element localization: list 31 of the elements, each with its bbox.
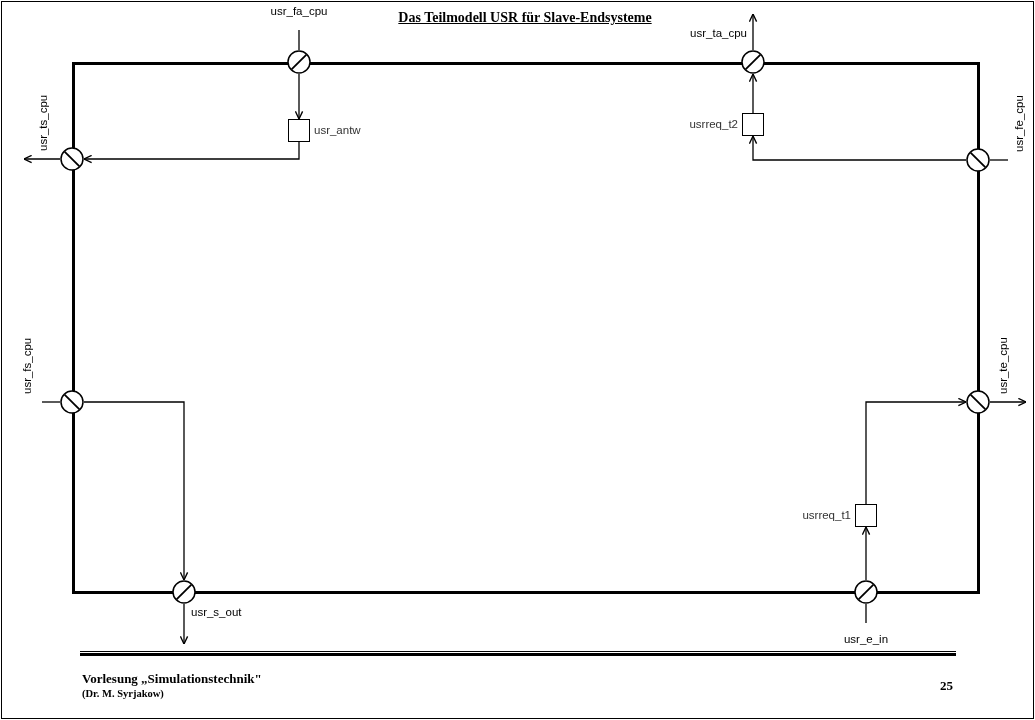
page-number: 25 <box>940 678 953 694</box>
arrow <box>23 154 61 164</box>
arrow <box>83 141 300 164</box>
port-label: usr_fa_cpu <box>270 4 328 18</box>
lecture-title: Vorlesung „Simulationstechnik" <box>82 671 262 687</box>
connector-line <box>41 401 61 403</box>
arrow <box>748 73 758 114</box>
transition-label: usrreq_t1 <box>802 508 851 522</box>
arrow <box>748 13 758 51</box>
port-label: usr_ts_cpu <box>36 94 50 151</box>
port-label: usr_e_in <box>843 632 889 646</box>
port-label: usr_te_cpu <box>996 337 1010 394</box>
port-label: usr_ta_cpu <box>690 26 747 40</box>
transition-label: usr_antw <box>314 123 361 137</box>
arrow <box>861 526 871 581</box>
transition-label: usrreq_t2 <box>689 117 738 131</box>
model-frame <box>72 62 980 594</box>
arrow <box>748 135 967 161</box>
arrow <box>179 603 189 645</box>
arrow <box>865 397 967 505</box>
connector-line <box>298 29 300 51</box>
diagram-title: Das Teilmodell USR für Slave-Endsysteme <box>398 10 652 25</box>
connector-line <box>865 603 867 624</box>
arrow <box>989 397 1027 407</box>
arrow <box>83 401 189 581</box>
port-label: usr_s_out <box>191 605 242 619</box>
port-label: usr_fe_cpu <box>1012 95 1026 152</box>
port-label: usr_fs_cpu <box>20 337 34 394</box>
arrow <box>294 73 304 120</box>
author-note: (Dr. M. Syrjakow) <box>82 688 164 699</box>
connector-line <box>989 159 1009 161</box>
